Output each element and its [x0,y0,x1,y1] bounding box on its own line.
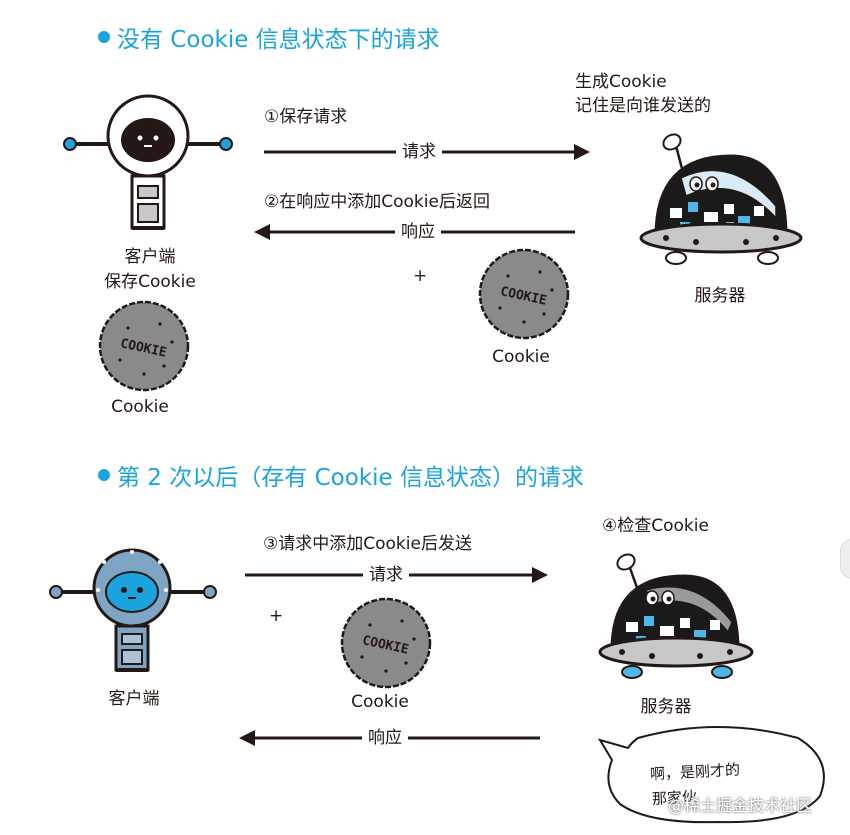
plus-sign-1: + [413,266,428,286]
section2-heading: 第 2 次以后（存有 Cookie 信息状态）的请求 [98,458,584,492]
server-label-2: 服务器 [640,697,692,717]
client-label-2: 客户端 [108,689,160,709]
side-scroll-tab[interactable] [840,539,850,579]
step1-label: ①保存请求 [264,107,348,127]
step2-label: ②在响应中添加Cookie后返回 [264,192,490,212]
response-label-1: 响应 [395,221,441,243]
client-robot-2 [49,548,217,672]
server-label-1: 服务器 [694,286,746,306]
response-label-2: 响应 [362,727,408,749]
plus-sign-2: + [269,606,284,626]
bullet-dot [98,469,110,481]
bullet-dot [98,31,110,43]
section1-heading-text: 没有 Cookie 信息状态下的请求 [117,27,440,53]
server-robot-1 [639,133,803,265]
client-cookie: COOKIE [98,300,190,392]
client-label-1: 客户端 [124,247,176,267]
section2-heading-text: 第 2 次以后（存有 Cookie 信息状态）的请求 [117,465,584,491]
request-cookie: COOKIE [340,597,432,689]
watermark: @稀土掘金技术社区 [668,796,813,815]
speech-bubble [597,726,825,824]
step4-label: ④检查Cookie [602,516,709,536]
server-note-line2: 记住是向谁发送的 [575,96,711,116]
client-robot-1 [63,94,233,230]
section1-heading: 没有 Cookie 信息状态下的请求 [98,20,440,54]
request-label-1: 请求 [396,141,442,163]
server-robot-2 [598,553,754,679]
request-cookie-label: Cookie [351,692,409,712]
response-cookie-label: Cookie [492,347,550,367]
response-cookie: COOKIE [478,248,570,340]
request-label-2: 请求 [363,564,409,586]
client-save-cookie-label: 保存Cookie [104,272,196,292]
step3-label: ③请求中添加Cookie后发送 [263,534,472,554]
client-cookie-label: Cookie [111,397,169,417]
server-note-line1: 生成Cookie [575,72,667,92]
